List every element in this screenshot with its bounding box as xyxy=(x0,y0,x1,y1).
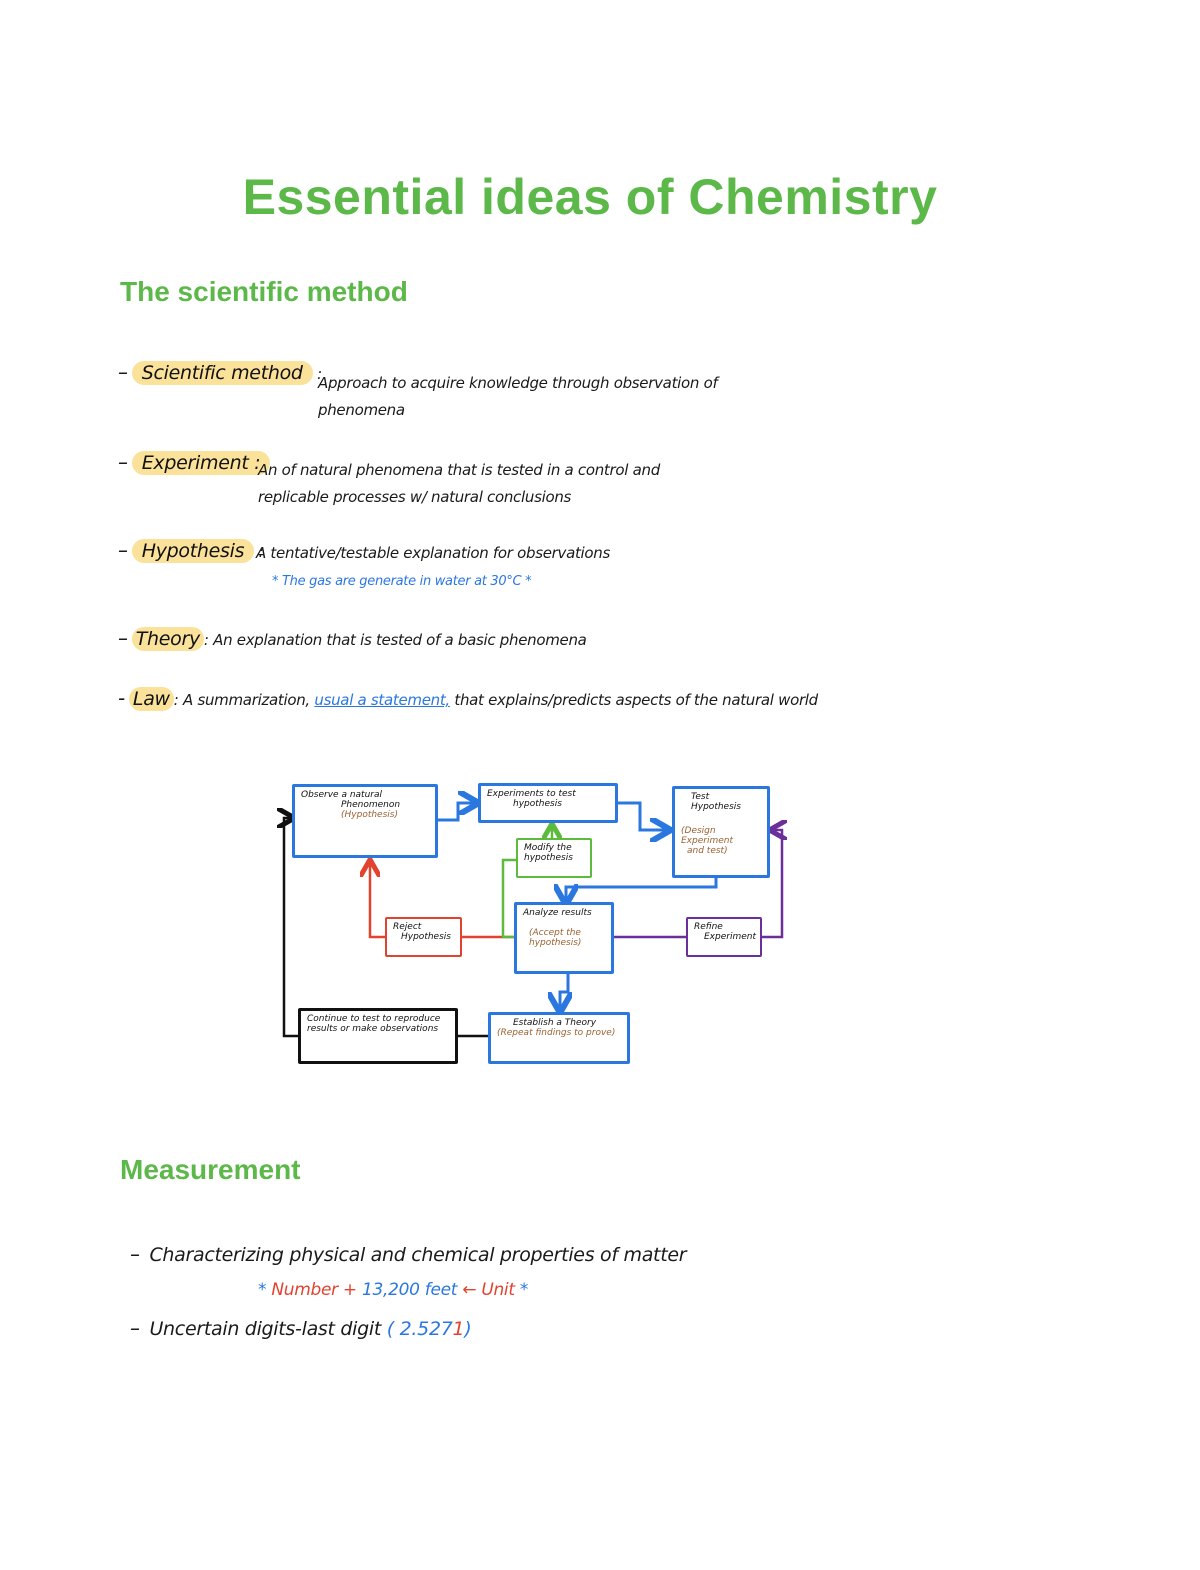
list-item: –Hypothesis : xyxy=(118,538,264,563)
definition-text: that explains/predicts aspects of the na… xyxy=(454,691,818,709)
term-highlight: Theory xyxy=(131,627,204,651)
list-item: – Uncertain digits-last digit ( 2.5271) xyxy=(130,1316,472,1340)
box-text: Hypothesis xyxy=(401,932,451,942)
list-item: –Experiment : xyxy=(118,450,271,475)
box-text: hypothesis xyxy=(524,853,573,863)
page-title: Essential ideas of Chemistry xyxy=(242,169,938,225)
box-text: Experiments to test xyxy=(487,789,576,799)
measurement-note: * Number + 13,200 feet ← Unit * xyxy=(258,1280,528,1300)
bullet-dash: - xyxy=(118,686,125,710)
bullet-dash: – xyxy=(130,1316,140,1340)
measurement-text: Characterizing physical and chemical pro… xyxy=(149,1244,687,1266)
box-text: Establish a Theory xyxy=(513,1018,597,1028)
bullet-dash: – xyxy=(118,360,128,384)
list-item: – Characterizing physical and chemical p… xyxy=(130,1242,687,1266)
box-text: hypothesis) xyxy=(529,938,582,948)
box-text: Reject xyxy=(393,922,422,932)
bullet-dash: – xyxy=(118,450,128,474)
box-text: and test) xyxy=(687,846,728,856)
list-item: –Scientific method : xyxy=(118,360,818,385)
definition-highlight: usual a statement, xyxy=(314,691,450,709)
uncertain-last-digit: 1 xyxy=(452,1318,465,1340)
flow-box-refine: Refine Experiment xyxy=(686,917,762,957)
list-item: -Law: A summarization, usual a statement… xyxy=(118,686,818,711)
box-text: (Accept the xyxy=(529,928,581,938)
flow-box-establish: Establish a Theory (Repeat findings to p… xyxy=(488,1012,630,1064)
definition-text: An of natural phenomena that is tested i… xyxy=(258,461,660,506)
box-text: Refine xyxy=(694,922,723,932)
note-asterisk: * xyxy=(519,1280,529,1300)
term-separator: : xyxy=(173,691,179,709)
uncertain-value: ( 2.527 xyxy=(386,1318,453,1340)
term-highlight: Hypothesis xyxy=(131,539,255,563)
bullet-dash: – xyxy=(118,626,128,650)
term-highlight: Scientific method xyxy=(131,361,313,385)
note-value: 13,200 xyxy=(361,1280,420,1300)
bullet-dash: – xyxy=(118,538,128,562)
note-number: Number xyxy=(271,1280,338,1300)
note-plus: + xyxy=(342,1280,357,1300)
box-text: results or make observations xyxy=(307,1024,439,1034)
hypothesis-example-note: * The gas are generate in water at 30°C … xyxy=(272,574,532,589)
box-text: hypothesis xyxy=(513,799,562,809)
flow-box-analyze: Analyze results (Accept the hypothesis) xyxy=(514,902,614,974)
term-highlight: Law xyxy=(128,687,174,711)
box-text: (Design Experiment xyxy=(681,826,734,846)
uncertain-value-close: ) xyxy=(464,1318,472,1340)
section-heading-scientific-method: The scientific method xyxy=(120,276,408,307)
note-asterisk: * xyxy=(258,1280,267,1300)
measurement-text: Uncertain digits-last digit xyxy=(149,1318,382,1340)
box-text: Experiment xyxy=(704,932,757,942)
box-text: Test Hypothesis xyxy=(691,792,741,812)
box-text: Analyze results xyxy=(523,908,592,918)
note-feet: feet xyxy=(424,1280,458,1300)
flow-box-experiments: Experiments to test hypothesis xyxy=(478,783,618,823)
flow-box-test-hypothesis: Test Hypothesis (Design Experiment and t… xyxy=(672,786,770,878)
term-separator: : xyxy=(317,365,322,383)
term-highlight: Experiment : xyxy=(131,451,271,475)
note-unit: ← Unit xyxy=(462,1280,515,1300)
flow-box-reject: Reject Hypothesis xyxy=(385,917,462,957)
flow-box-observe: Observe a natural Phenomenon (Hypothesis… xyxy=(292,784,438,858)
term-separator: : xyxy=(258,543,264,561)
box-text: Phenomenon xyxy=(341,800,401,810)
definition-text: A tentative/testable explanation for obs… xyxy=(256,544,611,562)
definition-text: An explanation that is tested of a basic… xyxy=(213,631,587,649)
box-text: (Repeat findings to prove) xyxy=(497,1028,616,1038)
flow-box-continue: Continue to test to reproduce results or… xyxy=(298,1008,458,1064)
definition-text: A summarization, xyxy=(183,691,310,709)
box-text: Observe a natural xyxy=(301,790,382,800)
section-heading-measurement: Measurement xyxy=(120,1154,301,1185)
flow-box-modify: Modify the hypothesis xyxy=(516,838,592,878)
box-text: Continue to test to reproduce xyxy=(307,1014,441,1024)
box-text: Modify the xyxy=(524,843,572,853)
term-separator: : xyxy=(203,631,209,649)
definition-text: Approach to acquire knowledge through ob… xyxy=(318,374,718,419)
bullet-dash: – xyxy=(130,1242,140,1266)
box-text: (Hypothesis) xyxy=(341,810,398,820)
list-item: –Theory: An explanation that is tested o… xyxy=(118,626,587,651)
